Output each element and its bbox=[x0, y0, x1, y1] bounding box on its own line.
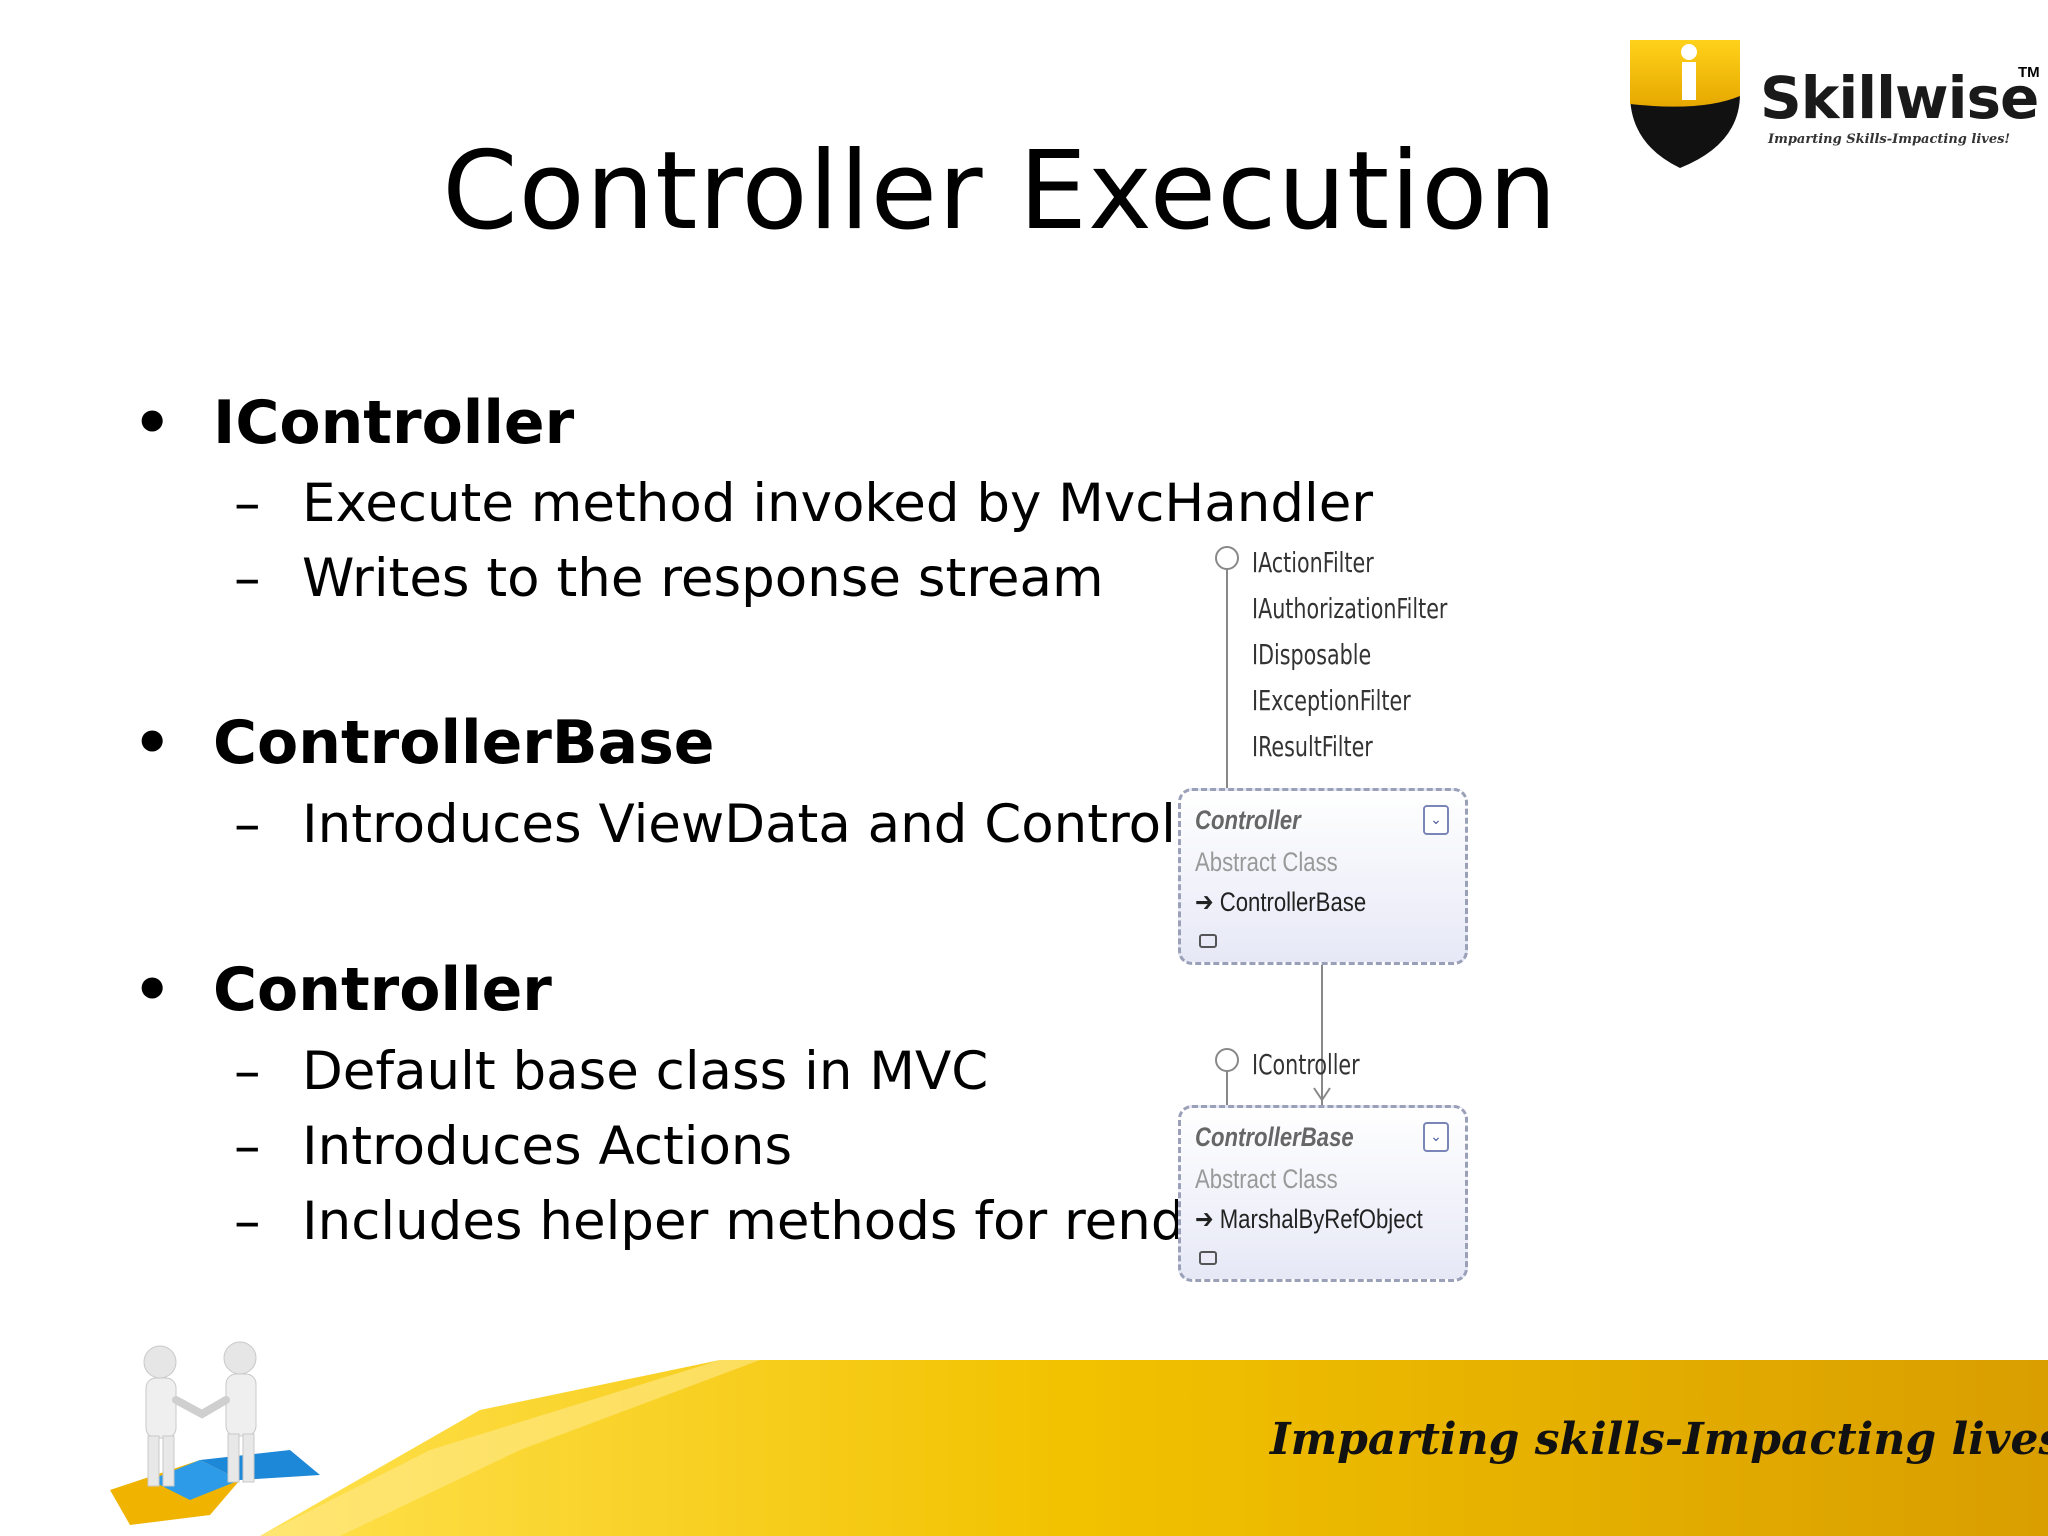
class-base: ➔ MarshalByRefObject bbox=[1195, 1204, 1423, 1234]
class-name: ControllerBase bbox=[1195, 1122, 1354, 1152]
sub-bullet-text: Includes helper methods for rende bbox=[302, 1191, 1218, 1252]
shield-icon bbox=[1630, 40, 1740, 168]
sub-bullet-text: Default base class in MVC bbox=[302, 1041, 989, 1102]
expand-chevron-icon[interactable]: ⌄ bbox=[1423, 805, 1449, 835]
bullet-marker: • bbox=[133, 708, 172, 778]
bullet-label: Controller bbox=[213, 955, 552, 1025]
class-kind: Abstract Class bbox=[1195, 1164, 1338, 1194]
dash-marker: – bbox=[234, 1116, 261, 1177]
sub-bullet-text: Introduces ViewData and Controlle bbox=[302, 794, 1224, 855]
dash-marker: – bbox=[234, 1191, 261, 1252]
interface-label: IActionFilter bbox=[1252, 546, 1374, 579]
footer-band bbox=[260, 1360, 2048, 1536]
interface-label: IAuthorizationFilter bbox=[1252, 592, 1448, 625]
sub-bullet-text: Writes to the response stream bbox=[302, 548, 1104, 609]
class-kind: Abstract Class bbox=[1195, 847, 1338, 877]
logo-trademark: TM bbox=[2018, 64, 2040, 81]
logo-name: Skillwise bbox=[1760, 64, 2039, 132]
bullet-marker: • bbox=[133, 388, 172, 458]
interface-label: IExceptionFilter bbox=[1252, 684, 1411, 717]
class-base: ➔ ControllerBase bbox=[1195, 887, 1367, 917]
interface-label: IDisposable bbox=[1252, 638, 1372, 671]
bullet-label: IController bbox=[213, 388, 575, 458]
class-name: Controller bbox=[1195, 805, 1301, 835]
dash-marker: – bbox=[234, 548, 261, 609]
interface-label: IController bbox=[1252, 1048, 1360, 1081]
skillwise-logo: Skillwise TM Imparting Skills-Impacting … bbox=[1622, 34, 2042, 174]
bullet-label: ControllerBase bbox=[213, 708, 715, 778]
dash-marker: – bbox=[234, 473, 261, 534]
sub-bullet-text: Execute method invoked by MvcHandler bbox=[302, 473, 1374, 534]
interface-label: IResultFilter bbox=[1252, 730, 1373, 763]
diagram-connectors bbox=[1215, 546, 1331, 1105]
collapse-icon bbox=[1199, 934, 1217, 948]
sub-bullet-text: Introduces Actions bbox=[302, 1116, 793, 1177]
bullet-marker: • bbox=[133, 955, 172, 1025]
footer-slogan: Imparting skills-Impacting lives! bbox=[1270, 1414, 2048, 1465]
dash-marker: – bbox=[234, 1041, 261, 1102]
slide-title: Controller Execution bbox=[442, 129, 1558, 254]
class-diagram: IActionFilter IAuthorizationFilter IDisp… bbox=[1160, 530, 1500, 1310]
dash-marker: – bbox=[234, 794, 261, 855]
logo-tagline: Imparting Skills-Impacting lives! bbox=[1768, 132, 2011, 147]
controllerbase-class-box[interactable]: ControllerBase Abstract Class ➔ MarshalB… bbox=[1178, 1105, 1468, 1282]
expand-chevron-icon[interactable]: ⌄ bbox=[1423, 1122, 1449, 1152]
handshake-puzzle-icon bbox=[110, 1341, 320, 1525]
controller-class-box[interactable]: Controller Abstract Class ➔ ControllerBa… bbox=[1178, 788, 1468, 965]
collapse-icon bbox=[1199, 1251, 1217, 1265]
